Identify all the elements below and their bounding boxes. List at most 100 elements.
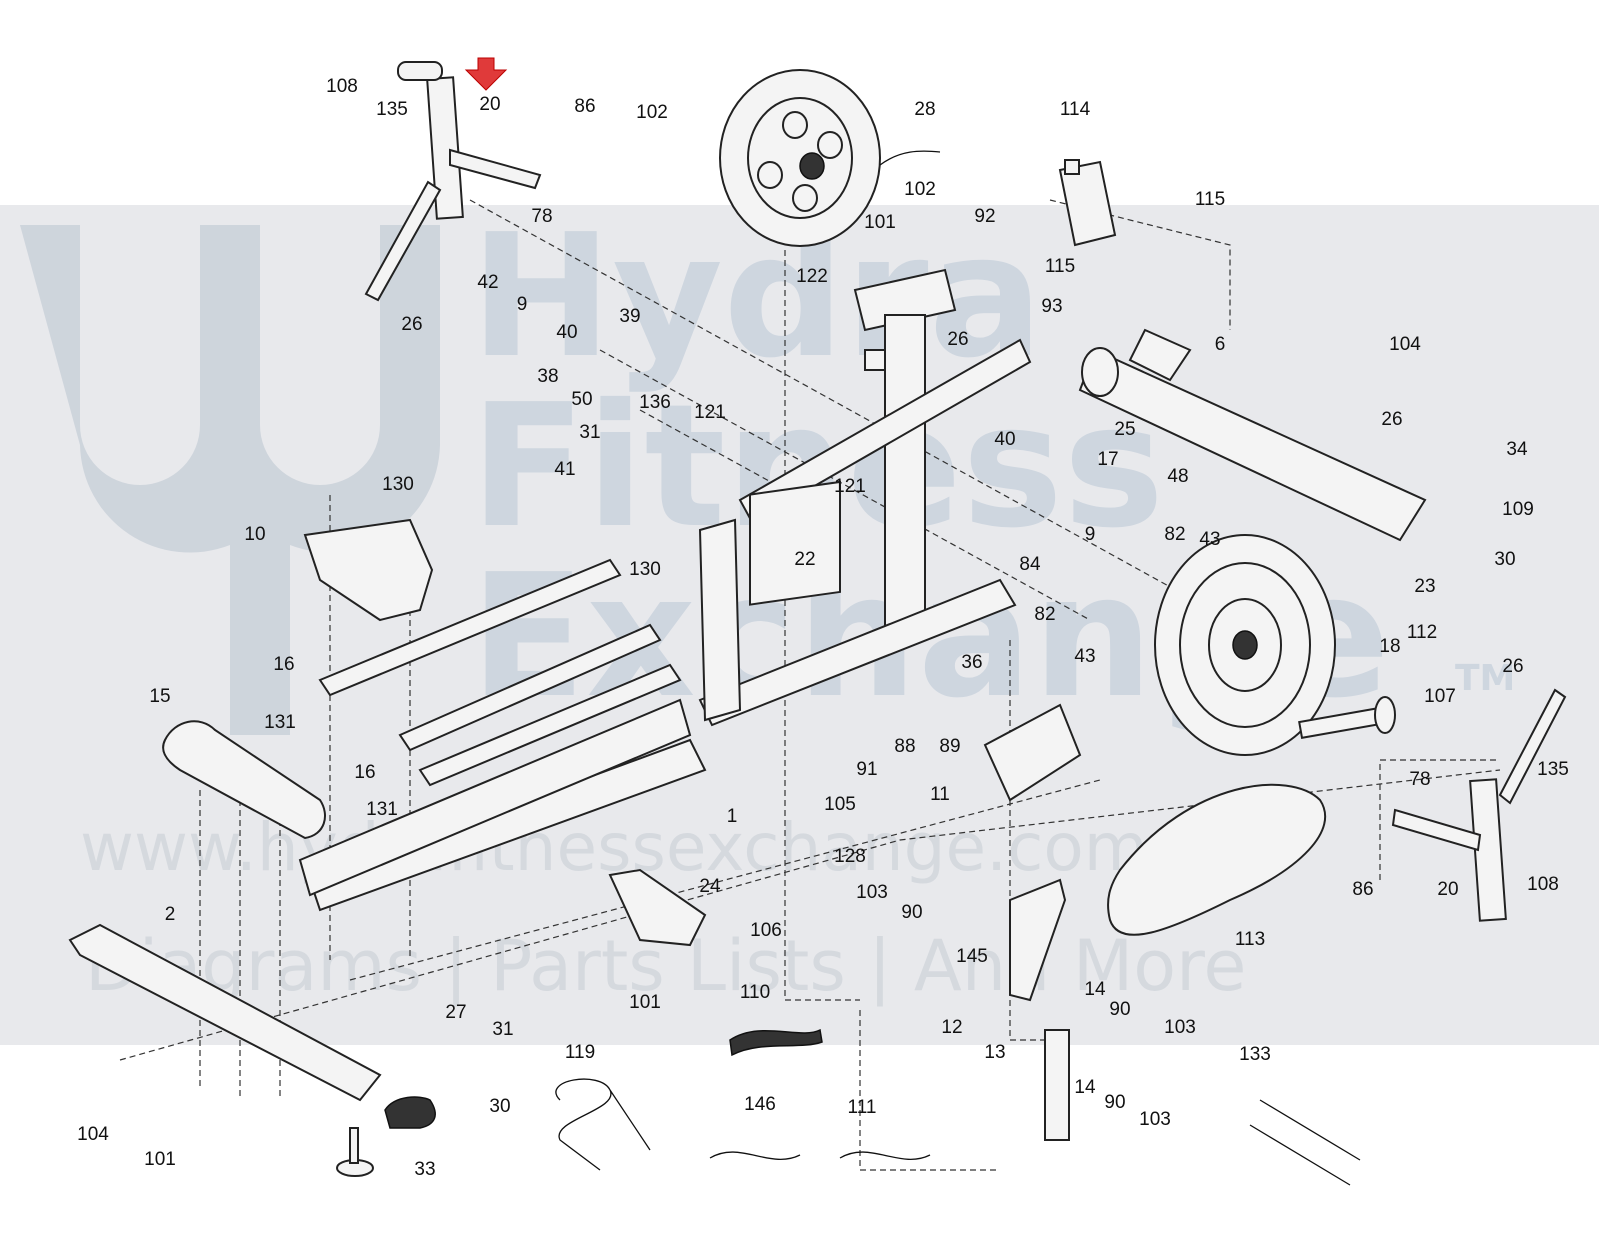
callout-label-90: 90 [1109, 999, 1130, 1020]
callout-label-103: 103 [1164, 1017, 1196, 1038]
cable-110 [729, 1028, 823, 1057]
wire-111 [839, 1151, 931, 1160]
callout-label-50: 50 [571, 389, 592, 410]
callout-label-105: 105 [824, 794, 856, 815]
callout-label-14: 14 [1084, 979, 1106, 1000]
callout-label-136: 136 [639, 392, 671, 413]
callout-label-40: 40 [556, 322, 577, 343]
callout-label-26: 26 [1502, 656, 1523, 677]
callout-label-90: 90 [1104, 1092, 1125, 1113]
pulley-wheel [1154, 534, 1336, 756]
callout-label-12: 12 [941, 1017, 962, 1038]
callout-label-108: 108 [1527, 874, 1559, 895]
watermark-trademark: TM [1455, 658, 1515, 699]
callout-label-20: 20 [1437, 879, 1458, 900]
callout-label-39: 39 [619, 306, 640, 327]
cover-106 [608, 868, 707, 947]
callout-label-78: 78 [531, 206, 552, 227]
callout-label-113: 113 [1235, 929, 1265, 950]
power-cord-119 [555, 1078, 651, 1171]
callout-label-6: 6 [1215, 334, 1226, 355]
callout-label-34: 34 [1506, 439, 1528, 460]
red-down-arrow-icon [464, 57, 508, 91]
callout-label-121: 121 [834, 476, 866, 497]
callout-label-106: 106 [750, 920, 782, 941]
watermark-logo-icon [20, 225, 440, 735]
motor-11 [983, 703, 1082, 802]
right-pedal-arm [1391, 688, 1567, 922]
callout-label-9: 9 [517, 294, 528, 315]
callout-label-31: 31 [579, 422, 600, 443]
callout-label-30: 30 [1494, 549, 1515, 570]
callout-label-107: 107 [1424, 686, 1456, 707]
callout-label-16: 16 [273, 654, 294, 675]
shroud-10 [303, 518, 434, 622]
callout-label-25: 25 [1114, 419, 1135, 440]
wire-146 [709, 1151, 801, 1160]
rear-stabilizer [1078, 328, 1427, 542]
callout-label-14: 14 [1074, 1077, 1096, 1098]
pedal-rail-2 [68, 923, 382, 1102]
callout-label-131: 131 [366, 799, 398, 820]
flywheel [719, 69, 941, 247]
callout-label-91: 91 [856, 759, 877, 780]
main-frame-upright [853, 268, 957, 639]
callout-label-41: 41 [554, 459, 575, 480]
callout-label-102: 102 [904, 179, 936, 200]
callout-label-92: 92 [974, 206, 995, 227]
callout-label-15: 15 [149, 686, 170, 707]
cable-ties-133 [1249, 1099, 1361, 1186]
callout-label-27: 27 [445, 1002, 466, 1023]
callout-label-131: 131 [264, 712, 296, 733]
callout-label-30: 30 [489, 1096, 510, 1117]
callout-label-26: 26 [947, 329, 968, 350]
callout-label-86: 86 [574, 96, 595, 117]
callout-label-42: 42 [477, 272, 498, 293]
callout-label-111: 111 [848, 1097, 877, 1118]
leveler-33 [336, 1127, 374, 1177]
callout-label-11: 11 [930, 784, 950, 805]
callout-label-16: 16 [354, 762, 375, 783]
callout-label-135: 135 [1537, 759, 1569, 780]
callout-label-109: 109 [1502, 499, 1534, 520]
callout-label-115: 115 [1195, 189, 1225, 210]
callout-label-40: 40 [994, 429, 1015, 450]
callout-label-121: 121 [694, 402, 726, 423]
callout-label-23: 23 [1414, 576, 1435, 597]
callout-label-133: 133 [1239, 1044, 1271, 1065]
callout-label-102: 102 [636, 102, 668, 123]
parts-artwork [68, 61, 1567, 1186]
callout-label-101: 101 [144, 1149, 176, 1170]
main-frame-rails [298, 338, 1032, 912]
callout-label-108: 108 [326, 76, 358, 97]
callout-label-33: 33 [414, 1159, 435, 1180]
callout-label-93: 93 [1041, 296, 1062, 317]
left-pedal-arm [364, 61, 542, 302]
callout-label-1: 1 [727, 806, 738, 827]
callout-label-17: 17 [1097, 449, 1118, 470]
callout-label-128: 128 [834, 846, 866, 867]
callout-label-88: 88 [894, 736, 915, 757]
watermark-url: www.hydrafitnessexchange.com [80, 809, 1148, 886]
callout-label-82: 82 [1164, 524, 1185, 545]
callout-label-110: 110 [740, 982, 770, 1003]
callout-label-115: 115 [1045, 256, 1075, 277]
callout-label-130: 130 [382, 474, 414, 495]
callout-label-36: 36 [961, 652, 982, 673]
callout-label-43: 43 [1199, 529, 1220, 550]
callout-label-22: 22 [794, 549, 815, 570]
callout-label-10: 10 [244, 524, 265, 545]
callout-label-48: 48 [1167, 466, 1188, 487]
axle-18 [1298, 696, 1396, 739]
callout-label-135: 135 [376, 99, 408, 120]
callout-label-38: 38 [537, 366, 558, 387]
crank-assembly [1009, 878, 1070, 1141]
callout-label-101: 101 [629, 992, 661, 1013]
foot-pad-30-left [384, 1096, 436, 1129]
callout-label-24: 24 [699, 876, 721, 897]
callout-label-103: 103 [1139, 1109, 1171, 1130]
callout-label-90: 90 [901, 902, 922, 923]
callout-label-20: 20 [479, 94, 500, 115]
watermark: Hydra Fitness Exchange TM www.hydrafitne… [0, 198, 1599, 1045]
